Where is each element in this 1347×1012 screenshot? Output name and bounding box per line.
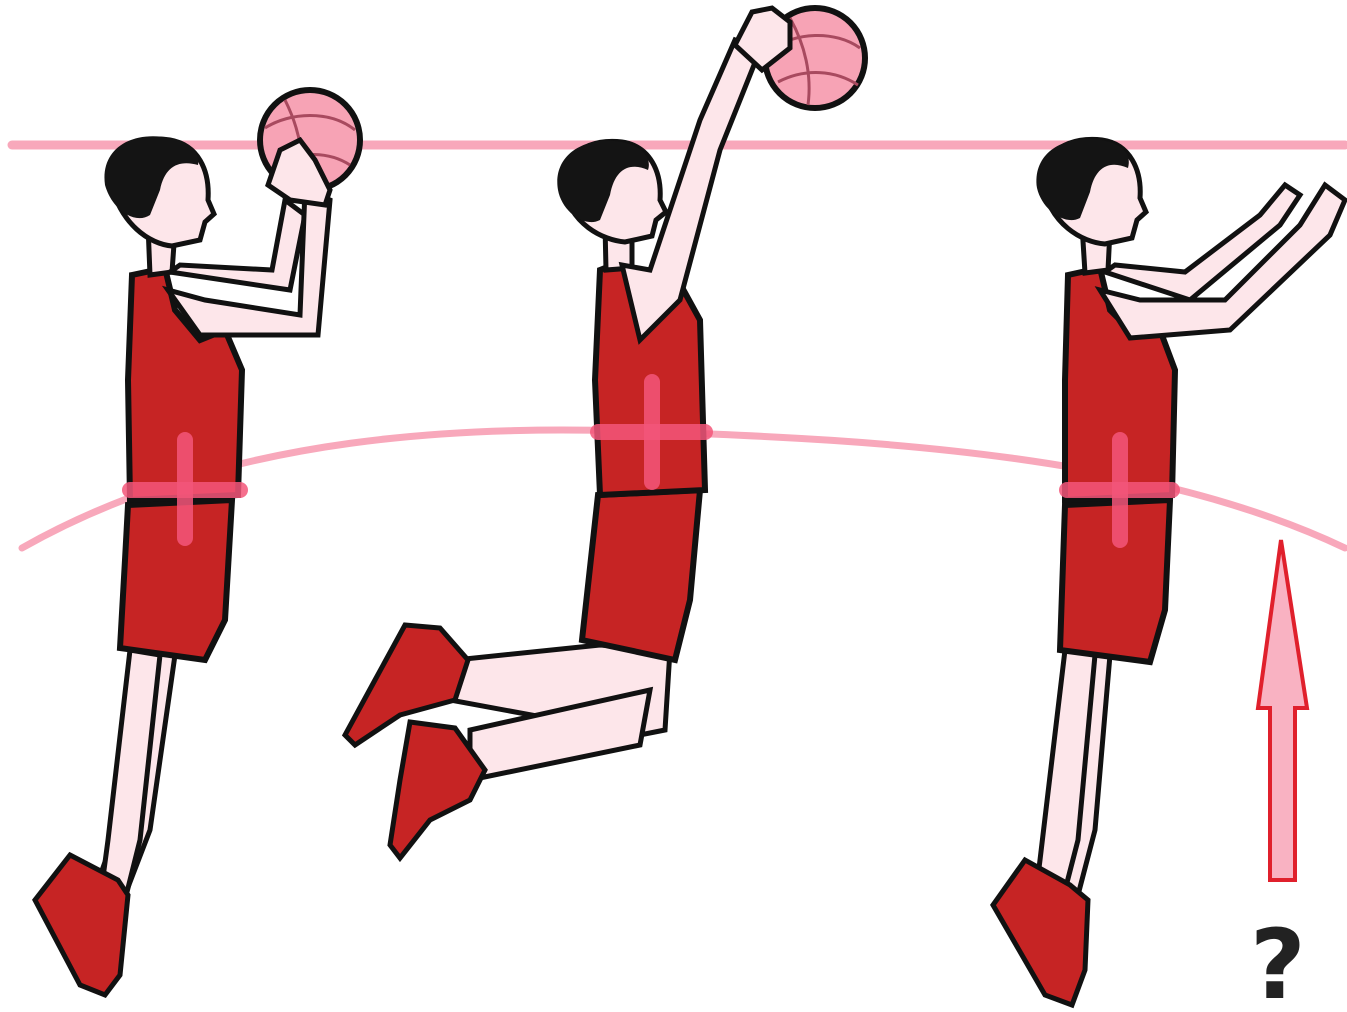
player-1-jump-shot <box>35 90 360 995</box>
upward-arrow-icon <box>1258 540 1307 880</box>
question-mark: ? <box>1250 909 1306 1012</box>
